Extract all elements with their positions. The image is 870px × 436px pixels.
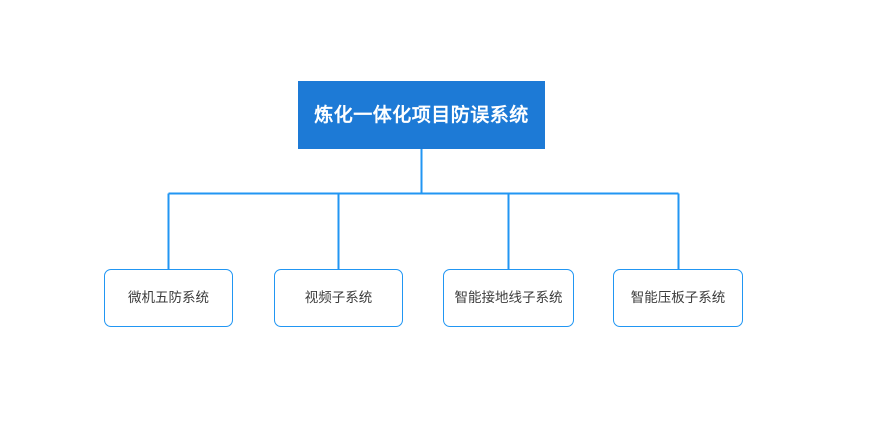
child-node-3-label: 智能接地线子系统 xyxy=(454,289,563,306)
child-node-1[interactable]: 微机五防系统 xyxy=(104,269,233,327)
root-node[interactable]: 炼化一体化项目防误系统 xyxy=(298,81,545,149)
child-node-3[interactable]: 智能接地线子系统 xyxy=(443,269,574,327)
root-node-label: 炼化一体化项目防误系统 xyxy=(314,103,529,126)
child-node-2[interactable]: 视频子系统 xyxy=(274,269,403,327)
child-node-4-label: 智能压板子系统 xyxy=(630,289,726,306)
child-node-4[interactable]: 智能压板子系统 xyxy=(613,269,743,327)
child-node-2-label: 视频子系统 xyxy=(304,289,373,306)
child-node-1-label: 微机五防系统 xyxy=(128,289,209,306)
